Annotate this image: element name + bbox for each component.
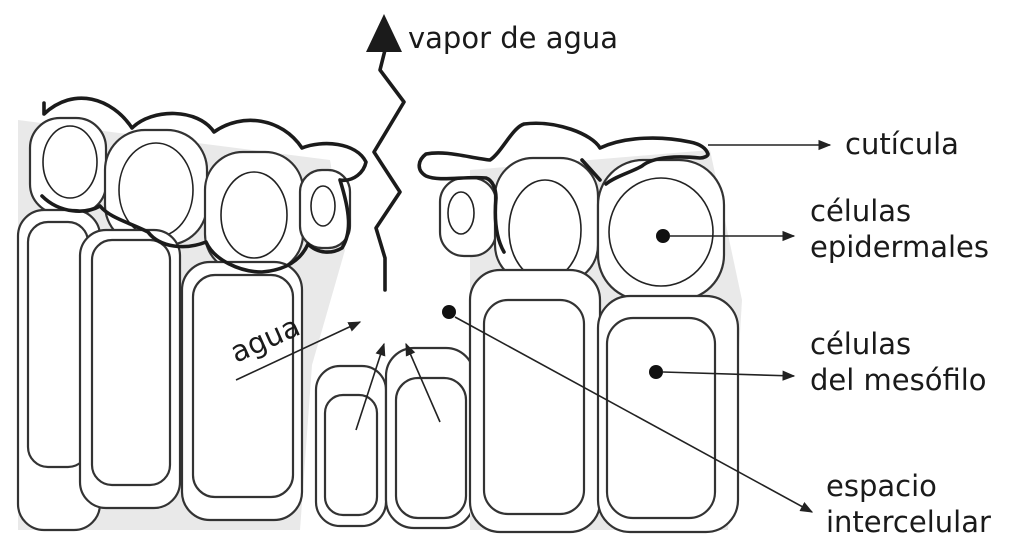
left-tissue <box>18 98 474 530</box>
mesophyll-label-line1: células <box>810 327 911 361</box>
mesophyll-label-line2: del mesófilo <box>810 363 987 397</box>
vapor-label: vapor de agua <box>408 21 618 55</box>
epidermal-cell <box>30 118 106 214</box>
epidermal-label-line2: epidermales <box>810 230 989 264</box>
spongy-cell-inner <box>325 395 377 515</box>
vapor-path <box>366 14 404 290</box>
mesophyll-cell-inner <box>484 300 584 514</box>
vapor-arrowhead <box>366 14 402 52</box>
mesophyll-cell-inner <box>607 318 715 518</box>
epidermal-cell <box>495 158 598 283</box>
mesophyll-cell-inner <box>92 240 170 485</box>
epidermal-cell <box>105 130 207 245</box>
spongy-cell-inner <box>396 378 466 518</box>
vapor-zigzag-line <box>374 50 404 290</box>
mesophyll-cell-inner <box>193 275 293 497</box>
epidermal-cell <box>205 152 303 272</box>
intercellular-label-line1: espacio <box>826 469 937 503</box>
mesophyll-pointer-dot <box>649 365 663 379</box>
intercellular-pointer-dot <box>442 305 456 319</box>
epidermal-pointer-dot <box>656 229 670 243</box>
epidermal-label-line1: células <box>810 194 911 228</box>
intercellular-label-line2: intercelular <box>826 505 991 539</box>
cuticle-label: cutícula <box>845 127 959 161</box>
